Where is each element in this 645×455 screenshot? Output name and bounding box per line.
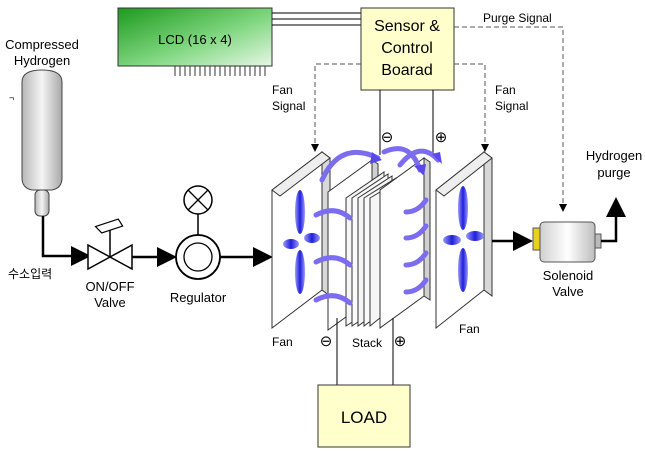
purge-outlet-pipe [601, 197, 626, 243]
fuel-cell-stack [327, 157, 431, 331]
left-fan-label: Fan [272, 335, 293, 349]
sense-minus-symbol: ⊖ [381, 129, 394, 146]
lcd-display [117, 7, 273, 76]
inlet-pipe [41, 216, 91, 266]
load-minus-symbol: ⊖ [320, 333, 333, 350]
fan-signal-left-label-line1: Fan [272, 83, 293, 97]
lcd-label: LCD (16 x 4) [158, 32, 232, 47]
tank-label-line1: Compressed [5, 37, 79, 52]
purge-signal-line [454, 26, 567, 212]
valve-label-line1: ON/OFF [85, 279, 134, 294]
purge-out-label-line2: purge [597, 165, 630, 180]
right-fan-label: Fan [459, 322, 480, 336]
regulator-label: Regulator [170, 290, 227, 305]
load-box [317, 384, 411, 448]
controller-label-line2: Control [381, 40, 433, 57]
left-fan-blades-icon [283, 190, 320, 294]
fan-signal-left-line [311, 63, 361, 152]
airflow-arrowheads [370, 152, 442, 176]
stack-label: Stack [352, 336, 383, 350]
controller-board [360, 7, 455, 91]
lcd-pins [174, 66, 266, 76]
tank-tick-mark: ¬ [9, 93, 14, 103]
solenoid-label-line2: Valve [552, 284, 584, 299]
airflow-arrows [313, 146, 441, 306]
load-plus-symbol: ⊕ [394, 333, 407, 350]
right-fan-blades-icon [443, 186, 484, 292]
hydrogen-tank [21, 69, 63, 217]
fan-signal-right-label-line1: Fan [495, 83, 516, 97]
tank-label-line2: Hydrogen [14, 53, 70, 68]
controller-label-line3: Boarad [381, 62, 433, 79]
fan-signal-right-label-line2: Signal [495, 99, 528, 113]
load-label: LOAD [341, 408, 387, 427]
fan-signal-left-label-line2: Signal [272, 99, 305, 113]
solenoid-valve-icon [532, 221, 602, 263]
inlet-label: 수소입력 [8, 267, 52, 281]
fan-signal-right-line [454, 63, 489, 152]
purge-out-label-line1: Hydrogen [586, 148, 642, 163]
regulator-icon [175, 185, 221, 280]
sense-plus-symbol: ⊕ [435, 129, 448, 146]
lcd-bus-lines [272, 12, 361, 26]
on-off-valve-icon [87, 218, 133, 271]
controller-label-line1: Sensor & [374, 18, 440, 35]
valve-label-line2: Valve [94, 295, 126, 310]
solenoid-label-line1: Solenoid [543, 268, 594, 283]
purge-signal-label: Purge Signal [483, 11, 552, 25]
